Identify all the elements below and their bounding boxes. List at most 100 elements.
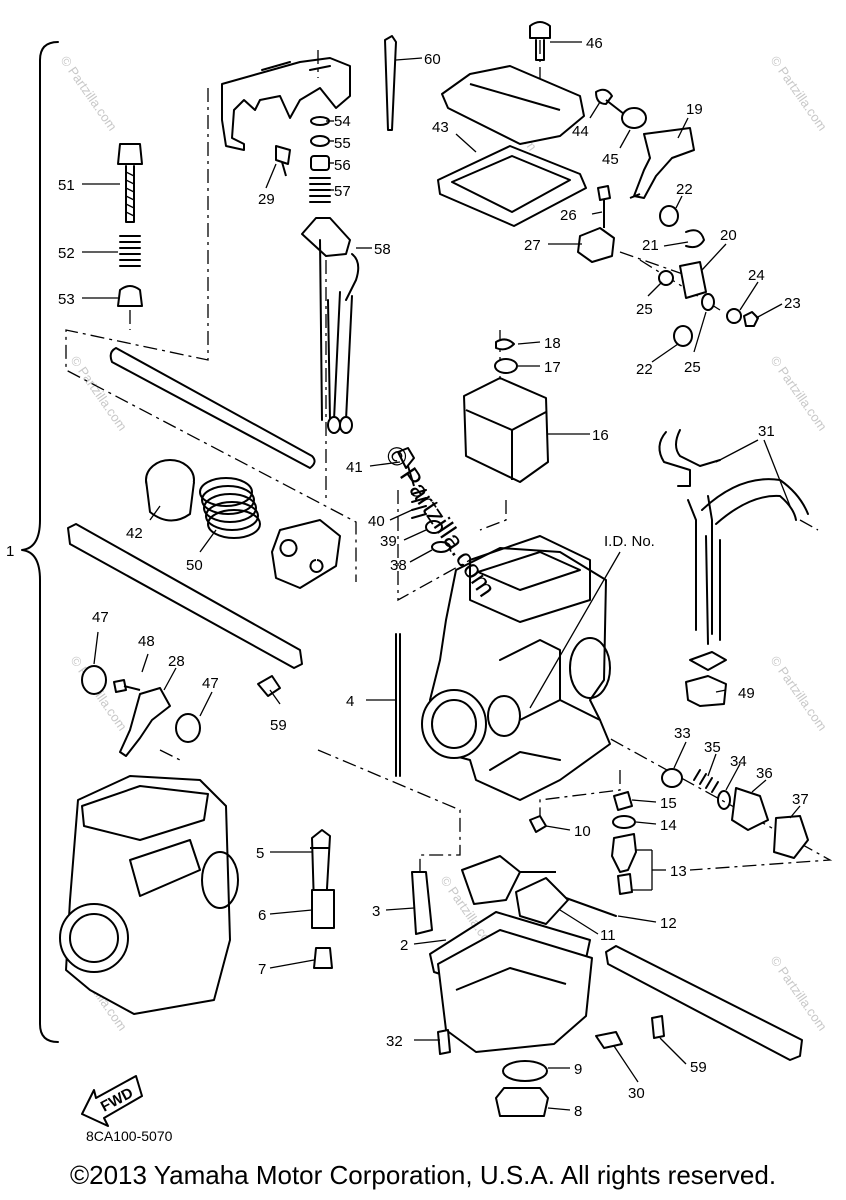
- part-label: 30: [628, 1085, 645, 1102]
- part-label: 28: [168, 653, 185, 670]
- part-13-jet-lower: [617, 873, 633, 895]
- part-label: 11: [600, 927, 616, 944]
- part-12-pin: [565, 897, 617, 917]
- main-carburetor-body: [421, 535, 611, 801]
- part-label: 35: [704, 739, 721, 756]
- part-label: 49: [738, 685, 755, 702]
- part-6-jet-holder: [311, 889, 335, 929]
- part-25-washer-right: [701, 293, 715, 311]
- part-label: 6: [258, 907, 266, 924]
- part-58-jet-tube: [301, 217, 360, 434]
- part-label: 39: [380, 533, 397, 550]
- part-label: 36: [756, 765, 773, 782]
- part-label: 23: [784, 295, 801, 312]
- part-label: 2: [400, 937, 408, 954]
- part-47-collar-left: [81, 665, 107, 695]
- part-label: 59: [270, 717, 287, 734]
- part-40-spring: [411, 489, 427, 519]
- assembly-brace: [21, 41, 59, 1043]
- watermark: © Partzilla.com: [768, 953, 831, 1033]
- part-label: 40: [368, 513, 385, 530]
- part-label: 47: [202, 675, 219, 692]
- part-15-plug: [613, 791, 633, 811]
- forward-direction-badge: FWD: [81, 1075, 143, 1127]
- part-52-spring: [119, 235, 141, 267]
- part-label: 31: [758, 423, 775, 440]
- watermark: © Partzilla.com: [768, 653, 831, 733]
- part-9-o-ring: [502, 1060, 548, 1082]
- part-34-o-ring: [717, 790, 731, 810]
- part-label: 51: [58, 177, 75, 194]
- rod-tube: [109, 347, 316, 469]
- part-label: 17: [544, 359, 561, 376]
- part-label: 10: [574, 823, 591, 840]
- part-label: 8: [574, 1103, 582, 1120]
- part-59-bolt-left: [257, 675, 281, 697]
- part-35-spring: [693, 769, 719, 793]
- part-29-screw: [275, 145, 291, 177]
- part-label: 19: [686, 101, 703, 118]
- drawing-code: 8CA100-5070: [86, 1128, 173, 1144]
- part-label: 26: [560, 207, 577, 224]
- part-17-washer: [494, 358, 518, 374]
- part-label: 22: [636, 361, 653, 378]
- part-39-washer: [425, 520, 443, 534]
- leader-lines: [82, 41, 801, 1111]
- part-23-nut: [743, 311, 759, 327]
- part-label: 33: [674, 725, 691, 742]
- part-16-sensor-block: [463, 377, 549, 483]
- part-18-clip: [495, 338, 515, 351]
- part-label: 57: [334, 183, 351, 200]
- part-47-collar-right: [175, 713, 201, 743]
- part-label: 5: [256, 845, 264, 862]
- part-label: 14: [660, 817, 677, 834]
- part-label: 21: [642, 237, 659, 254]
- part-label: 27: [524, 237, 541, 254]
- part-44-screw: [595, 88, 625, 115]
- part-43-gasket: [437, 145, 587, 227]
- part-38-o-ring: [431, 541, 451, 553]
- part-label: 12: [660, 915, 677, 932]
- throttle-holder: [271, 519, 341, 589]
- part-28-lever: [119, 687, 171, 757]
- part-label: 16: [592, 427, 609, 444]
- copyright-notice: ©2013 Yamaha Motor Corporation, U.S.A. A…: [69, 1160, 777, 1190]
- part-label: 46: [586, 35, 603, 52]
- part-48-screw: [113, 679, 141, 693]
- part-7-main-jet: [313, 947, 333, 969]
- part-22-collar-bottom: [673, 325, 693, 347]
- part-20-block: [679, 261, 707, 299]
- throttle-stop-bracket: [221, 57, 351, 151]
- watermark: © Partzilla.com: [768, 53, 831, 133]
- part-label: 56: [334, 157, 351, 174]
- float-bowl: [437, 929, 593, 1053]
- part-label: 4: [346, 693, 354, 710]
- part-49-clamp: [685, 651, 727, 707]
- part-label: 45: [602, 151, 619, 168]
- id-number-label: I.D. No.: [604, 533, 655, 550]
- part-45-washer: [621, 107, 647, 129]
- assembly-guide-lines: [65, 40, 833, 880]
- part-label: 42: [126, 525, 143, 542]
- part-label: 53: [58, 291, 75, 308]
- part-25-washer-left: [658, 270, 674, 286]
- part-33-cap: [661, 768, 683, 788]
- part-label: 43: [432, 119, 449, 136]
- part-label: 3: [372, 903, 380, 920]
- secondary-carburetor-body: [59, 775, 239, 1015]
- part-label: 22: [676, 181, 693, 198]
- part-label: 32: [386, 1033, 403, 1050]
- part-4-needle: [395, 633, 401, 777]
- part-label: 29: [258, 191, 275, 208]
- part-26-screw: [597, 185, 611, 228]
- part-32-screw: [437, 1029, 451, 1055]
- part-24-washer: [726, 308, 742, 324]
- part-labels: 1 2 3 4 5 6 7 8 9 10 11 12 13 14 15 16 1…: [6, 35, 809, 1120]
- part-top-cover: [441, 65, 585, 145]
- watermark: © Partzilla.com: [58, 53, 121, 133]
- part-label: 1: [6, 543, 14, 560]
- part-label: 25: [636, 301, 653, 318]
- part-42-sleeve: [145, 459, 195, 522]
- part-label: 47: [92, 609, 109, 626]
- lower-linkage-bar: [605, 945, 803, 1061]
